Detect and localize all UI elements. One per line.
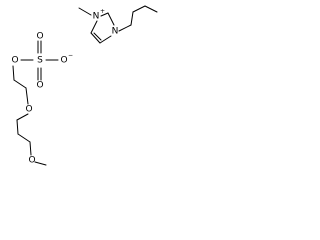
chain-bond-1 <box>12 65 15 81</box>
atom-o-ether-1: O <box>25 105 32 115</box>
atom-n-plus: N <box>93 12 100 22</box>
chemical-structure-drawing: N + N O S O O O − O O <box>11 5 158 166</box>
atom-s: S <box>37 56 43 66</box>
butyl-bond-2 <box>130 11 134 26</box>
butyl-bond-1 <box>118 24 132 32</box>
imidazolium-cation: N + N <box>78 5 158 44</box>
chain-bond-6 <box>17 133 31 143</box>
methyl-bond <box>78 7 92 16</box>
ring-bond-n-plus-c5 <box>90 20 98 34</box>
atom-o-down: O <box>36 81 43 91</box>
alkyl-sulfate-anion: O S O O O − O O <box>11 32 73 166</box>
atom-o-minus: O <box>60 56 67 66</box>
atom-o-ester: O <box>11 56 18 66</box>
ring-double-bond-inner <box>93 32 102 41</box>
chain-bond-5 <box>16 119 19 135</box>
chain-bond-8 <box>34 161 47 166</box>
atom-n-butyl: N <box>112 27 119 37</box>
atom-o-ether-2: O <box>28 156 35 166</box>
butyl-bond-4 <box>144 5 158 13</box>
chain-bond-4 <box>16 113 29 121</box>
ring-bond-c2-n-plus <box>100 12 109 17</box>
charge-plus: + <box>100 8 105 15</box>
charge-minus: − <box>68 52 73 59</box>
butyl-bond-3 <box>132 5 146 13</box>
atom-o-up: O <box>36 32 43 42</box>
chain-bond-7 <box>29 141 32 156</box>
ring-bond-c4-n1 <box>99 35 112 44</box>
ring-bond-n1-c2 <box>107 12 115 26</box>
chain-bond-3 <box>25 87 29 105</box>
ring-bond-c5-c4 <box>90 32 101 44</box>
chain-bond-2 <box>13 79 27 89</box>
